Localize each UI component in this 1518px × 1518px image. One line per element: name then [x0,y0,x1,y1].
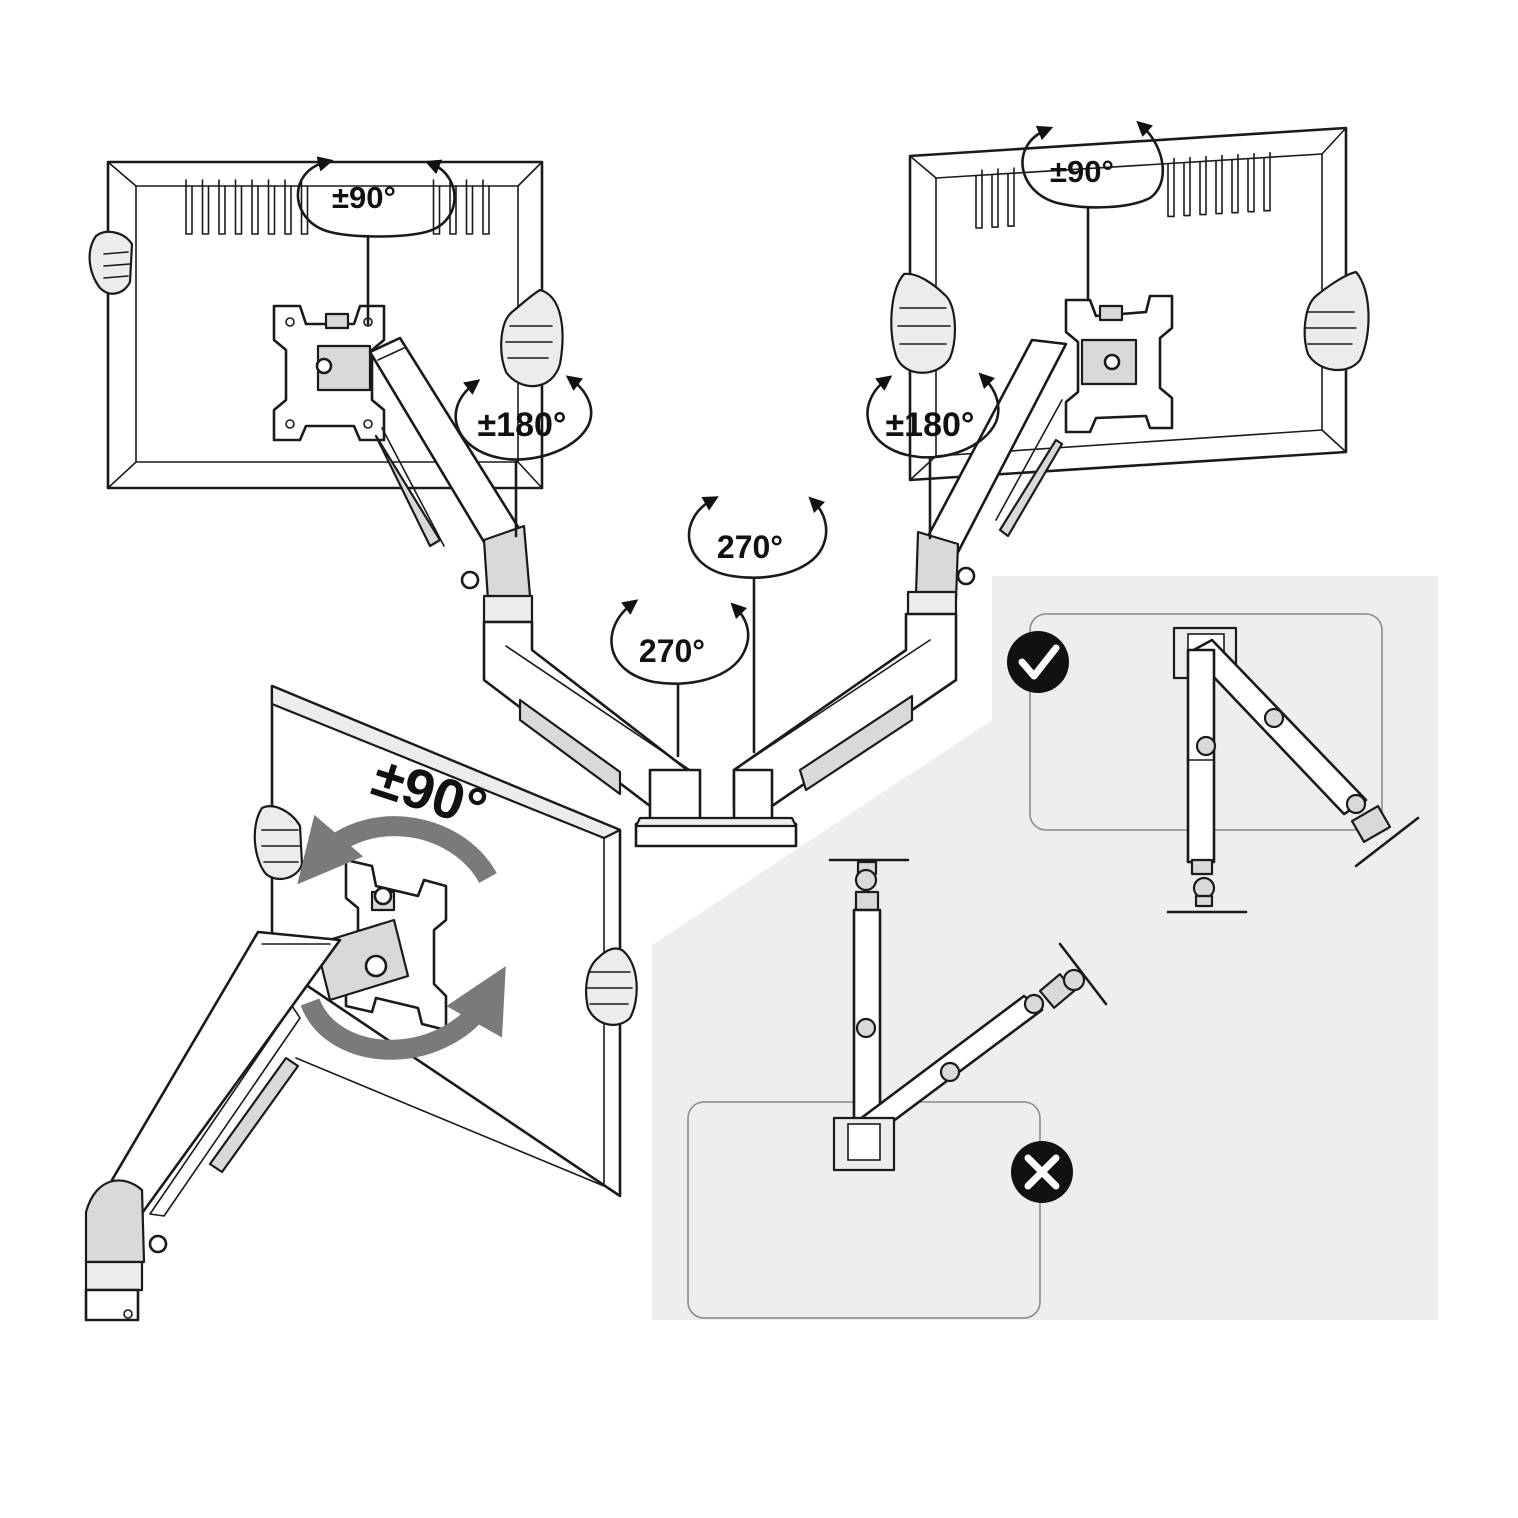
right-monitor [908,126,1348,482]
vent-slot [1199,155,1207,216]
right-monitor-vents [975,151,1271,229]
wrong-arm-illustration [828,858,1108,1172]
rotate-clockwise-arrow [300,966,506,1060]
right-upper-arm [906,338,1068,620]
vent-slot [1247,152,1255,213]
portrait-arm [84,930,342,1322]
vent-slot [251,179,259,235]
vent-slot [975,169,983,229]
vent-slot [1263,151,1271,212]
vent-slot [1215,154,1223,215]
portrait-monitor [270,684,622,1198]
vent-slot [267,179,276,235]
hand-icon [890,272,957,374]
vent-slot [432,179,441,235]
vent-slot [1231,153,1239,214]
vent-slot [1007,167,1015,227]
desk-base [634,768,798,848]
vent-slot [284,179,292,235]
vent-slot [201,179,210,235]
vent-slot [234,179,243,235]
upper-base-rotation-label: 270° [717,529,783,565]
lower-base-rotation-label: 270° [639,633,705,669]
hand-icon [500,288,564,388]
hand-icon [585,947,638,1026]
vent-slot [185,179,193,235]
vent-slot [1183,156,1191,217]
mounting-orientation-panel [652,576,1438,1320]
x-circle-icon [1011,1141,1073,1203]
hand-icon [1303,270,1370,372]
vent-slot [465,179,474,235]
hand-icon [88,230,134,295]
vent-slot [218,179,226,235]
rotate-counterclockwise-arrow [297,814,497,885]
left-arm-rotation-label: ±180° [478,406,567,444]
hand-icon [253,805,304,881]
right-arm-rotation-label: ±180° [886,406,975,444]
correct-arm-illustration [1166,626,1420,914]
vent-slot [991,168,999,228]
vent-slot [449,179,457,235]
left-monitor-vents [185,179,490,235]
left-upper-arm [368,336,534,624]
right-monitor-rotation-label: ±90° [1050,154,1114,189]
rotation-indicators [296,120,1165,1060]
vent-slot [1167,157,1175,218]
check-circle-icon [1007,631,1069,693]
left-monitor-rotation-label: ±90° [332,180,396,215]
vent-slot [482,179,490,235]
